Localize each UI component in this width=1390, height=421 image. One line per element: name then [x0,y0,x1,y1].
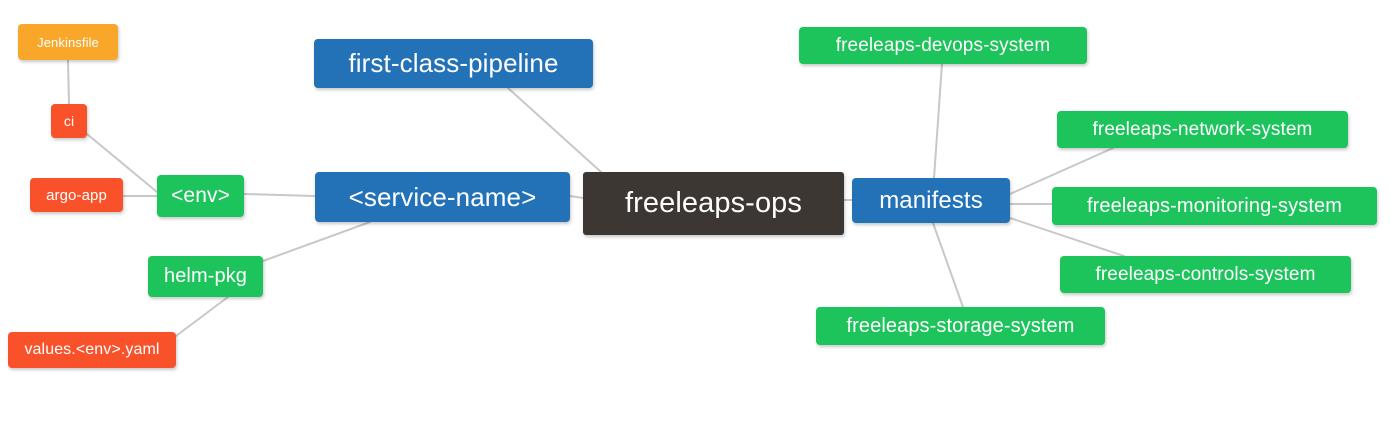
mindmap-node-devops-system[interactable]: freeleaps-devops-system [799,27,1087,64]
mindmap-node-service-name[interactable]: <service-name> [315,172,570,222]
mindmap-node-manifests[interactable]: manifests [852,178,1010,223]
mindmap-node-ci[interactable]: ci [51,104,87,138]
edge-manifests-to-storage-system [932,222,964,308]
mindmap-node-values-yaml[interactable]: values.<env>.yaml [8,332,176,368]
edge-helm-pkg-to-service-name [262,221,371,262]
edge-jenkinsfile-to-ci [67,59,70,105]
mindmap-node-network-system[interactable]: freeleaps-network-system [1057,111,1348,148]
mindmap-node-storage-system[interactable]: freeleaps-storage-system [816,307,1105,345]
mindmap-node-monitoring-system[interactable]: freeleaps-monitoring-system [1052,187,1377,225]
mindmap-node-controls-system[interactable]: freeleaps-controls-system [1060,256,1351,293]
mindmap-node-freeleaps-ops[interactable]: freeleaps-ops [583,172,844,235]
mindmap-node-helm-pkg[interactable]: helm-pkg [148,256,263,297]
edge-env-to-service-name [243,193,316,197]
edge-manifests-to-devops-system [933,63,943,179]
edge-first-class-pipeline-to-freeleaps-ops [507,87,602,173]
mindmap-node-argo-app[interactable]: argo-app [30,178,123,212]
edge-service-name-to-freeleaps-ops [569,195,584,199]
edge-values-yaml-to-helm-pkg [175,296,229,337]
mindmap-node-env[interactable]: <env> [157,175,244,217]
mindmap-node-jenkinsfile[interactable]: Jenkinsfile [18,24,118,60]
mindmap-node-first-class-pipeline[interactable]: first-class-pipeline [314,39,593,88]
